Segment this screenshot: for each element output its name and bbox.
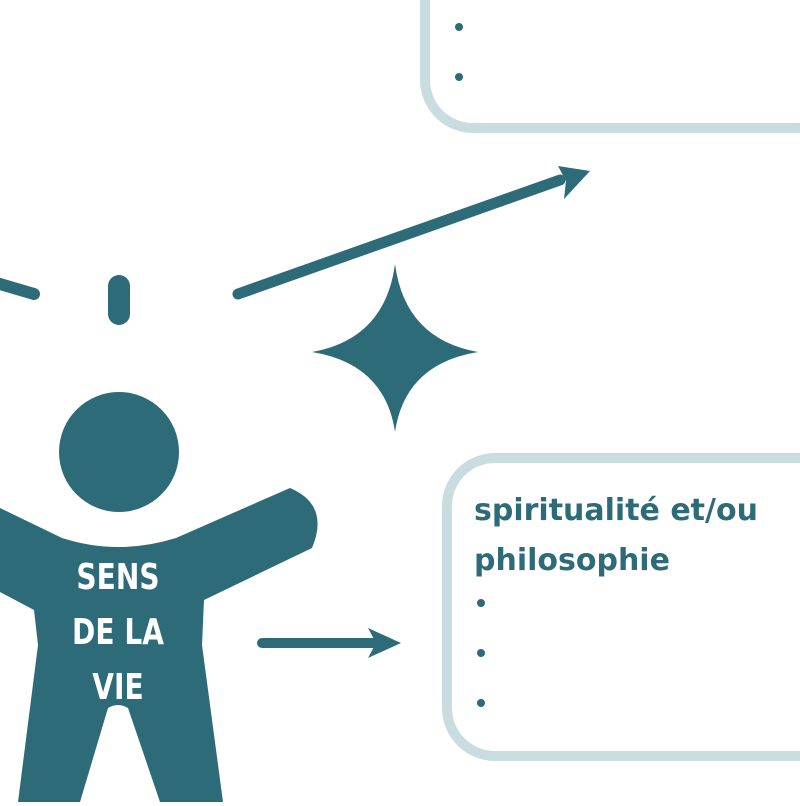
top-box [420,0,800,133]
arrow-up-right-icon [232,166,590,300]
bottom-box-bullet-1 [477,599,485,607]
bottom-box-title-line-1: spiritualité et/ou [474,493,758,528]
sparkle-star-icon [312,264,478,432]
figure-label-line-1: SENS [76,557,160,598]
top-box-bullet-2 [455,73,463,81]
bottom-box-bullet-3 [477,699,485,707]
bottom-box [442,453,800,761]
bottom-box-title: spiritualité et/ou philosophie [474,486,794,586]
top-box-bullet-1 [455,23,463,31]
bottom-box-title-line-2: philosophie [474,543,670,578]
figure-label: SENS DE LA VIE [71,550,165,715]
bottom-box-bullet-2 [477,649,485,657]
arrow-right-icon [257,628,401,658]
figure-label-line-3: VIE [92,667,144,708]
ray-left [0,277,40,300]
person-icon [0,392,318,802]
figure-label-line-2: DE LA [72,612,164,653]
